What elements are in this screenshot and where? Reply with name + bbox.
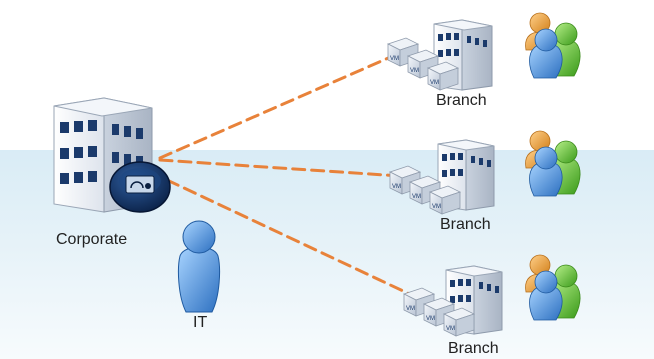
svg-text:VM: VM bbox=[406, 306, 415, 312]
branch-label-3: Branch bbox=[448, 340, 499, 357]
svg-text:VM: VM bbox=[390, 56, 399, 62]
svg-text:VM: VM bbox=[392, 184, 401, 190]
branch-1: VM VM VM bbox=[386, 19, 493, 91]
svg-text:VM: VM bbox=[446, 326, 455, 332]
corporate-label: Corporate bbox=[56, 231, 128, 248]
vm-stack-icon: VM VM VM bbox=[386, 37, 460, 91]
branch-label-2: Branch bbox=[440, 216, 491, 233]
link-branch-1 bbox=[158, 50, 404, 160]
vm-stack-icon: VM VM VM bbox=[388, 165, 462, 215]
svg-text:VM: VM bbox=[412, 194, 421, 200]
user-group-icon bbox=[525, 254, 581, 321]
user-group-icon bbox=[525, 130, 581, 197]
link-branch-3 bbox=[148, 170, 420, 300]
branch-2: VM VM VM bbox=[388, 139, 495, 215]
it-person-icon bbox=[177, 220, 221, 313]
svg-text:VM: VM bbox=[432, 204, 441, 210]
link-branch-2 bbox=[158, 158, 402, 178]
links bbox=[148, 50, 420, 300]
vm-stack-icon: VM VM VM bbox=[402, 287, 476, 337]
branch-label-1: Branch bbox=[436, 92, 487, 109]
svg-text:VM: VM bbox=[410, 68, 419, 74]
it-label: IT bbox=[193, 314, 208, 331]
user-group-icon bbox=[525, 12, 581, 79]
branch-3: VM VM VM bbox=[402, 265, 503, 337]
appliance-dashboard-icon bbox=[109, 161, 171, 213]
svg-text:VM: VM bbox=[430, 80, 439, 86]
svg-text:VM: VM bbox=[426, 316, 435, 322]
